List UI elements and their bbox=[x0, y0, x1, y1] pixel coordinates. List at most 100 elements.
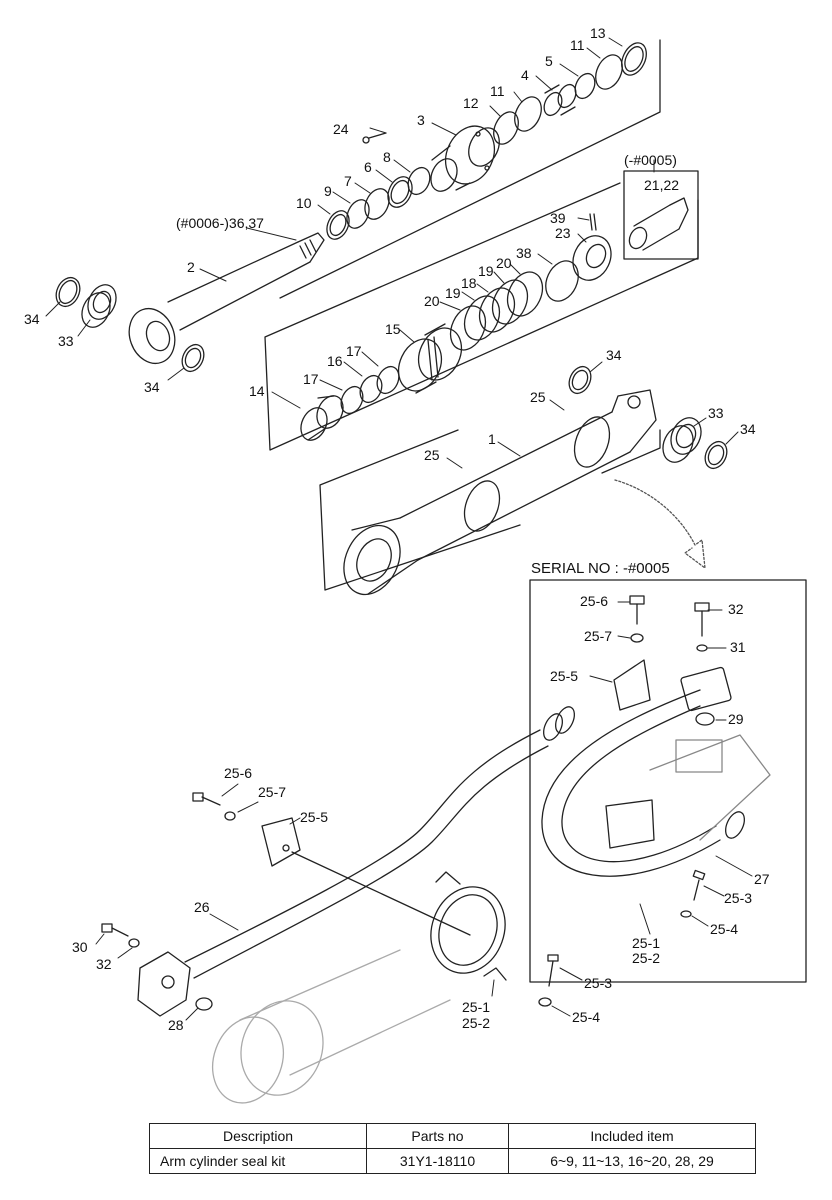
band-clamp-25-1 bbox=[430, 871, 507, 981]
bolt-30 bbox=[101, 923, 129, 937]
callout-34-lower: 34 bbox=[144, 379, 160, 395]
seal-ring-11 bbox=[595, 54, 623, 90]
rod-cover-3 bbox=[430, 125, 500, 192]
callout-28: 28 bbox=[168, 1017, 184, 1033]
leader-line-25-5 bbox=[291, 851, 471, 936]
callout-2: 2 bbox=[187, 259, 195, 275]
pipe-26 bbox=[137, 706, 576, 1017]
callout-25-5-detail: 25-5 bbox=[550, 668, 578, 684]
callout-3: 3 bbox=[417, 112, 425, 128]
washer-31-detail bbox=[696, 644, 708, 652]
rod-group-frame bbox=[279, 39, 661, 299]
callout-34-right: 34 bbox=[740, 421, 756, 437]
callout-25-top: 25 bbox=[530, 389, 546, 405]
callout-25-1: 25-1 bbox=[462, 999, 490, 1015]
callout-38: 38 bbox=[516, 245, 532, 261]
leader-lines bbox=[45, 37, 753, 1021]
callout-25-3-detail: 25-3 bbox=[724, 890, 752, 906]
callout-16: 16 bbox=[327, 353, 343, 369]
callout-24: 24 bbox=[333, 121, 349, 137]
callout-13: 13 bbox=[590, 25, 606, 41]
bolt-25-3-detail bbox=[692, 869, 706, 901]
callout-21-22: 21,22 bbox=[644, 177, 679, 193]
bolt-25-6-detail bbox=[629, 595, 645, 625]
callout-17b: 17 bbox=[346, 343, 362, 359]
callout-10: 10 bbox=[296, 195, 312, 211]
seal-ring-10 bbox=[326, 210, 350, 240]
callout-36-37: (#0006-)36,37 bbox=[176, 215, 264, 231]
washer-25-4-detail bbox=[680, 910, 692, 918]
wear-ring-20b bbox=[506, 271, 544, 317]
seal-ring-13 bbox=[621, 42, 647, 76]
header-description: Description bbox=[149, 1123, 367, 1149]
nut-23 bbox=[572, 235, 612, 281]
callout-18: 18 bbox=[461, 275, 477, 291]
cushion-14 bbox=[300, 395, 344, 441]
callout-33-left: 33 bbox=[58, 333, 74, 349]
callout-8: 8 bbox=[383, 149, 391, 165]
callout-11b: 11 bbox=[490, 83, 505, 99]
piston-rod-2 bbox=[128, 232, 325, 365]
backup-ring-19b bbox=[491, 279, 529, 325]
callout-32-detail: 32 bbox=[728, 601, 744, 617]
header-included-item: Included item bbox=[508, 1123, 756, 1149]
seal-ring-34-left bbox=[55, 276, 81, 308]
callout-20a: 20 bbox=[424, 293, 440, 309]
callout-6: 6 bbox=[364, 159, 372, 175]
callout-15: 15 bbox=[385, 321, 401, 337]
table-row: Arm cylinder seal kit 31Y1-18110 6~9, 11… bbox=[149, 1148, 756, 1174]
set-screw-39 bbox=[589, 213, 597, 231]
callout-5: 5 bbox=[545, 53, 553, 69]
callout-27-detail: 27 bbox=[754, 871, 770, 887]
callout-25-7-detail: 25-7 bbox=[584, 628, 612, 644]
serial-detail-frame bbox=[529, 579, 807, 983]
callout-25-2: 25-2 bbox=[462, 1015, 490, 1031]
callout-23: 23 bbox=[555, 225, 571, 241]
bolt-24 bbox=[362, 132, 387, 144]
callout-25-6: 25-6 bbox=[224, 765, 252, 781]
callout-30: 30 bbox=[72, 939, 88, 955]
callout-25-3: 25-3 bbox=[584, 975, 612, 991]
callout-34-left: 34 bbox=[24, 311, 40, 327]
cell-description: Arm cylinder seal kit bbox=[149, 1148, 367, 1174]
seal-ring-8 bbox=[407, 166, 431, 196]
bushing-4 bbox=[543, 83, 577, 117]
serial-number-label: SERIAL NO : -#0005 bbox=[531, 560, 670, 577]
backup-ring-19a bbox=[463, 295, 501, 341]
cell-parts-no: 31Y1-18110 bbox=[366, 1148, 509, 1174]
callout-0005: (-#0005) bbox=[624, 152, 677, 168]
callout-labels: 13 11 5 4 11 12 3 24 8 6 7 9 10 (#0006-)… bbox=[24, 25, 770, 1033]
piston-group-frame bbox=[264, 182, 699, 451]
seal-ring-34-top bbox=[568, 365, 592, 395]
callout-25-5: 25-5 bbox=[300, 809, 328, 825]
callout-17a: 17 bbox=[303, 371, 319, 387]
valve-detail-frame bbox=[623, 170, 699, 260]
tube-body-detail bbox=[649, 734, 771, 841]
pipe-27-detail bbox=[541, 666, 746, 877]
seal-ring-17b bbox=[376, 365, 400, 395]
oring-29-detail bbox=[695, 712, 715, 726]
callout-19b: 19 bbox=[478, 263, 494, 279]
callout-14: 14 bbox=[249, 383, 265, 399]
callout-32: 32 bbox=[96, 956, 112, 972]
seal-ring-5 bbox=[574, 72, 596, 100]
callout-11: 11 bbox=[570, 37, 585, 53]
callout-25-mid: 25 bbox=[424, 447, 440, 463]
wear-ring-20a bbox=[449, 305, 487, 351]
clamp-25-5-detail bbox=[605, 659, 655, 849]
callout-39: 39 bbox=[550, 210, 566, 226]
seal-ring-9 bbox=[346, 199, 370, 229]
callout-25-7: 25-7 bbox=[258, 784, 286, 800]
callout-25-2-detail: 25-2 bbox=[632, 950, 660, 966]
bolt-32-detail bbox=[694, 602, 710, 637]
piston-seal-18 bbox=[478, 287, 516, 333]
seal-ring-38 bbox=[545, 260, 579, 302]
seal-ring-17a bbox=[340, 385, 364, 415]
washer-25-4 bbox=[538, 997, 552, 1007]
detail-arrow bbox=[614, 479, 706, 569]
callout-33-right: 33 bbox=[708, 405, 724, 421]
callout-9: 9 bbox=[324, 183, 332, 199]
callout-29-detail: 29 bbox=[728, 711, 744, 727]
seal-ring-34-lower bbox=[181, 343, 205, 373]
tube-lower-ghost bbox=[212, 949, 451, 1104]
